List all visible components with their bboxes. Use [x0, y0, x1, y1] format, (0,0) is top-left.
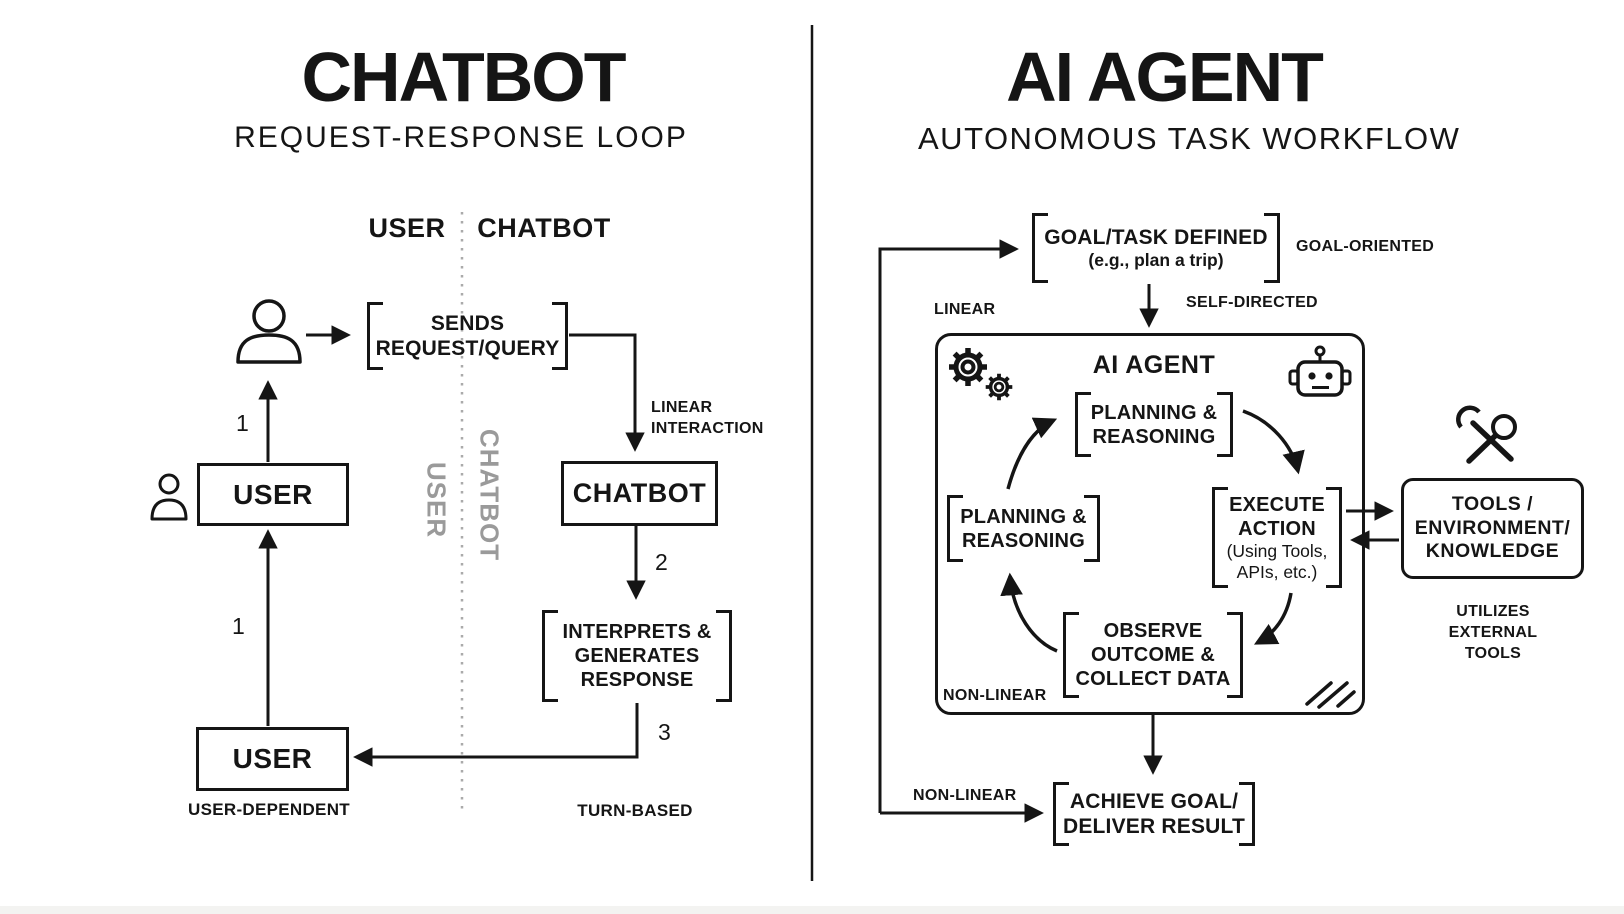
column-header-chatbot: CHATBOT [477, 213, 611, 243]
planning-left-line1: PLANNING & [960, 505, 1087, 528]
observe-outcome-bracket: OBSERVE OUTCOME & COLLECT DATA [1063, 612, 1243, 698]
tools-line1: TOOLS / [1451, 493, 1534, 516]
planning-left-bracket: PLANNING & REASONING [947, 495, 1100, 562]
execute-line2: ACTION [1238, 517, 1316, 540]
arrow-execute-to-observe [1253, 592, 1293, 645]
interprets-bracket: INTERPRETS & GENERATES RESPONSE [542, 610, 732, 702]
sends-line1: SENDS [430, 311, 505, 335]
achieve-line1: ACHIEVE GOAL/ [1069, 789, 1239, 813]
lane-watermark-user: USER [421, 461, 452, 539]
chatbot-box: CHATBOT [561, 461, 718, 526]
sends-request-bracket: SENDS REQUEST/QUERY [367, 302, 568, 370]
user-box-bottom: USER [196, 727, 349, 791]
sends-line2: REQUEST/QUERY [375, 337, 560, 360]
ai-agent-subtitle: AUTONOMOUS TASK WORKFLOW [918, 121, 1461, 156]
ai-agent-container-box [935, 333, 1365, 715]
planning-top-line1: PLANNING & [1090, 401, 1218, 424]
execute-action-bracket: EXECUTE ACTION (Using Tools, APIs, etc.) [1212, 487, 1342, 588]
tools-line2: ENVIRONMENT/ [1414, 516, 1571, 539]
interprets-line1: INTERPRETS & [562, 621, 712, 643]
utilizes-external-tools-label: UTILIZES EXTERNAL TOOLS [1448, 603, 1538, 662]
non-linear-inside-label: NON-LINEAR [943, 687, 1047, 704]
step-label-1a: 1 [236, 410, 249, 436]
bottom-edge-band [0, 906, 1624, 914]
tools-icon [1456, 405, 1517, 464]
goal-oriented-label: GOAL-ORIENTED [1296, 238, 1435, 255]
step-label-1b: 1 [232, 613, 245, 639]
step-label-3: 3 [658, 719, 671, 745]
observe-line1: OBSERVE [1103, 620, 1203, 642]
turn-based-label: TURN-BASED [577, 801, 693, 820]
execute-line4: APIs, etc.) [1236, 561, 1318, 582]
left-panel-arrows [258, 325, 646, 767]
hatch-marks-icon [1305, 681, 1356, 709]
tools-line3: KNOWLEDGE [1425, 540, 1560, 563]
right-panel-arrows [878, 239, 1399, 823]
arrow-left-to-top [1006, 417, 1058, 490]
planning-top-bracket: PLANNING & REASONING [1075, 392, 1233, 457]
user-icon-small [150, 473, 188, 521]
user-icon [236, 299, 302, 364]
achieve-goal-bracket: ACHIEVE GOAL/ DELIVER RESULT [1053, 782, 1255, 846]
planning-top-line2: REASONING [1092, 425, 1216, 448]
ai-agent-title: AI AGENT [1006, 38, 1324, 116]
connector-loop-to-goal [878, 239, 1019, 813]
goal-task-bracket: GOAL/TASK DEFINED (e.g., plan a trip) [1032, 213, 1280, 283]
goal-line1: GOAL/TASK DEFINED [1044, 225, 1268, 249]
tools-environment-box: TOOLS / ENVIRONMENT/ KNOWLEDGE [1401, 478, 1584, 579]
non-linear-outside-label: NON-LINEAR [913, 787, 1017, 804]
execute-line1: EXECUTE [1229, 493, 1325, 516]
chatbot-subtitle: REQUEST-RESPONSE LOOP [234, 121, 688, 154]
user-box-top: USER [197, 463, 349, 526]
planning-left-line2: REASONING [962, 529, 1085, 552]
linear-interaction-label: LINEAR INTERACTION [651, 399, 764, 437]
lane-watermark-chatbot: CHATBOT [474, 428, 505, 562]
robot-icon [1288, 345, 1352, 397]
self-directed-label: SELF-DIRECTED [1186, 294, 1318, 311]
chatbot-title: CHATBOT [301, 38, 627, 116]
arrow-top-to-execute [1242, 409, 1305, 475]
column-header-user: USER [368, 213, 446, 243]
arrow-observe-to-left [1000, 572, 1058, 653]
connector-sends-to-chatbot [569, 333, 645, 452]
connector-response-to-user [353, 703, 639, 767]
observe-line2: OUTCOME & [1090, 644, 1216, 666]
ai-agent-box-title: AI AGENT [1092, 351, 1216, 379]
observe-line3: COLLECT DATA [1075, 668, 1231, 690]
achieve-line2: DELIVER RESULT [1062, 815, 1246, 838]
goal-line2: (e.g., plan a trip) [1088, 250, 1224, 271]
interprets-line3: RESPONSE [580, 669, 694, 691]
step-label-2: 2 [655, 549, 668, 575]
user-dependent-label: USER-DEPENDENT [188, 800, 350, 819]
interprets-line2: GENERATES [574, 645, 700, 667]
execute-line3: (Using Tools, [1226, 540, 1328, 561]
agent-cycle-arrows [1000, 409, 1305, 653]
linear-label: LINEAR [934, 301, 996, 318]
